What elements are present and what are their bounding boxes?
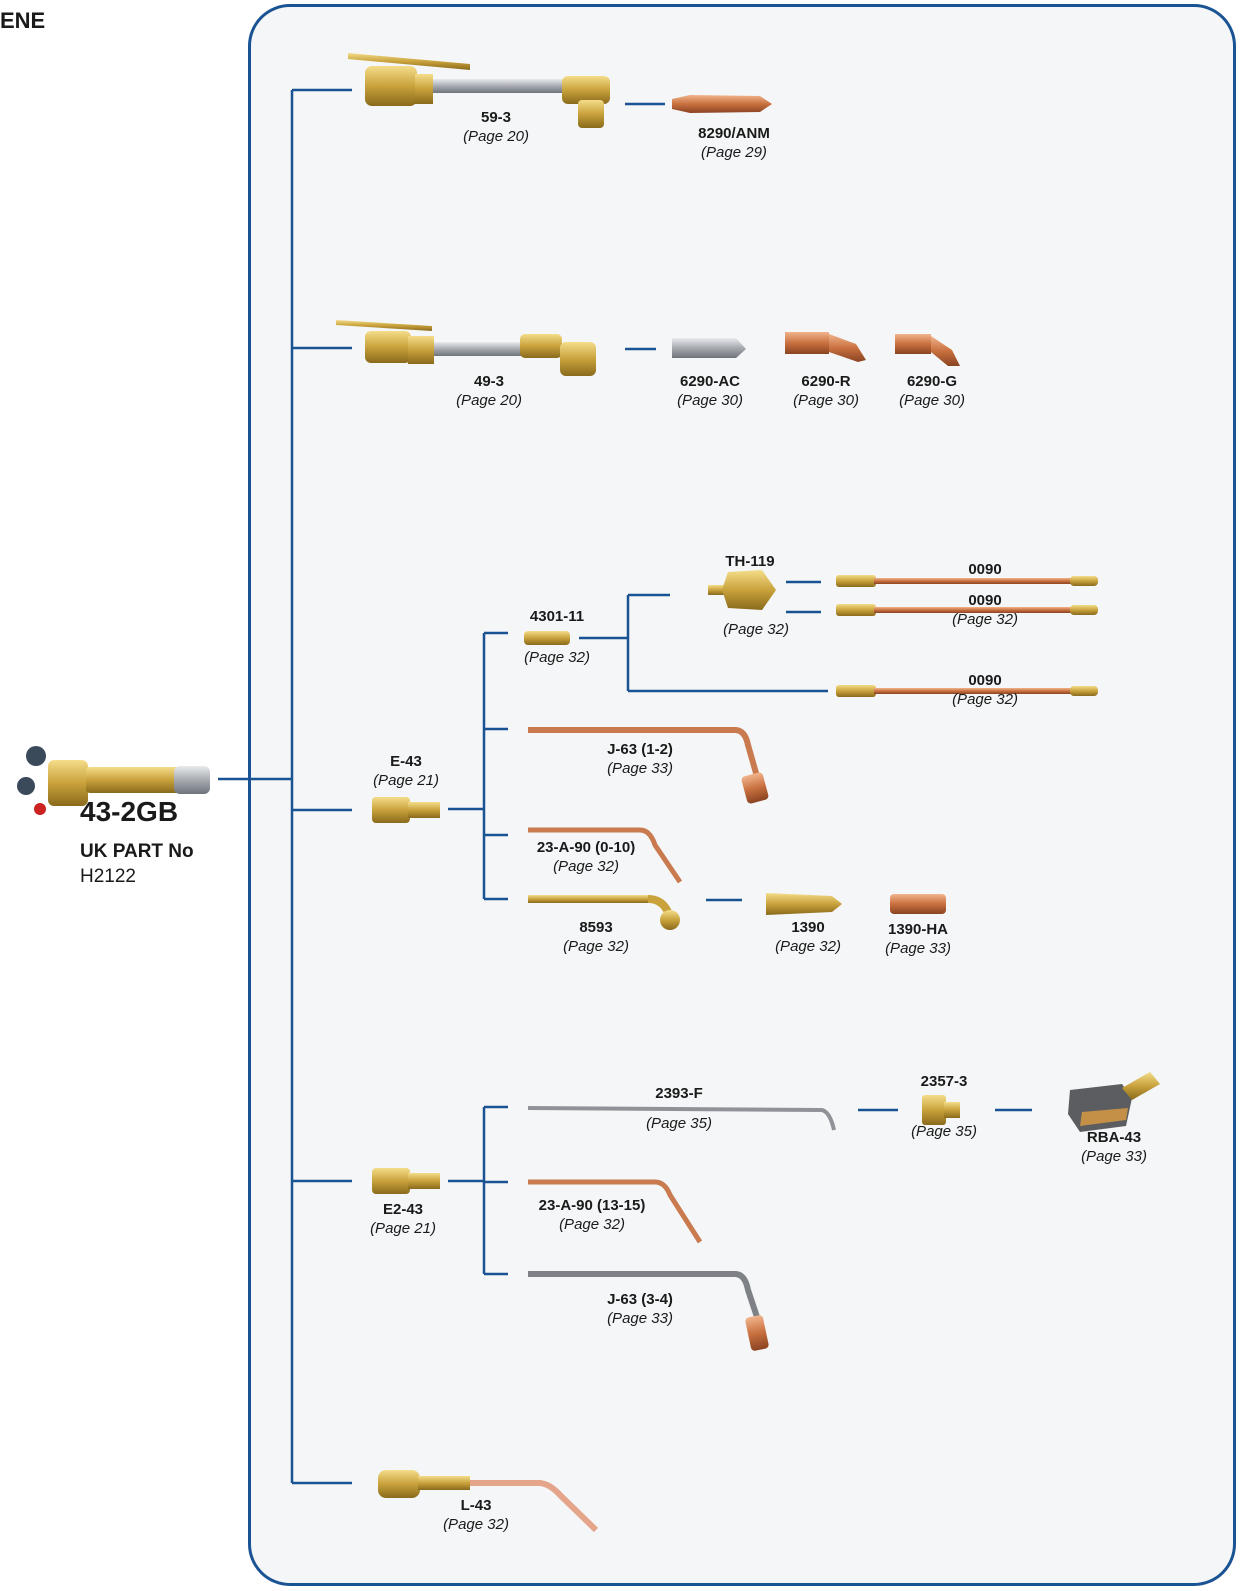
tube-0090-picture-1 xyxy=(836,575,1098,587)
adaptor-2357-3-picture xyxy=(922,1095,960,1125)
tip-8593-picture xyxy=(528,895,680,930)
tip-1390-picture xyxy=(766,893,842,915)
item-label: J-63 (3-4)(Page 33) xyxy=(607,1291,673,1327)
brand-fragment: ENE xyxy=(0,8,46,33)
tip-23-a-90-0-10-picture xyxy=(528,827,683,884)
item-label: E-43(Page 21) xyxy=(373,753,439,789)
nozzle-8290-anm-picture xyxy=(672,95,772,113)
item-label: 6290-R(Page 30) xyxy=(793,373,859,409)
nozzle-6290-g-picture xyxy=(895,334,960,366)
item-label-page-only: (Page 32) xyxy=(723,621,789,638)
mixer-e2-43-picture xyxy=(372,1168,440,1194)
main-part-code: 43-2GB xyxy=(80,796,179,827)
item-label: 6290-G(Page 30) xyxy=(899,373,965,409)
attachment-49-3-picture xyxy=(336,320,596,376)
tip-l-43-picture xyxy=(378,1470,599,1533)
item-label: 0090(Page 32) xyxy=(952,592,1018,628)
head-th-119-picture xyxy=(708,570,776,610)
item-label-page-only: (Page 35) xyxy=(646,1115,712,1132)
item-label: L-43(Page 32) xyxy=(443,1497,509,1533)
item-label-page-only: (Page 32) xyxy=(524,649,590,666)
attachment-59-3-picture xyxy=(348,53,610,128)
nozzle-6290-r-picture xyxy=(785,332,866,362)
tip-23-a-90-13-15-picture xyxy=(528,1179,703,1244)
item-label: 2357-3 xyxy=(920,1073,968,1090)
item-label: 49-3(Page 20) xyxy=(456,373,522,409)
nozzle-6290-ac-picture xyxy=(672,338,746,358)
item-label: E2-43(Page 21) xyxy=(370,1201,436,1237)
item-label: 1390(Page 32) xyxy=(775,919,841,955)
tip-rba-43-picture xyxy=(1068,1072,1160,1132)
adaptor-4301-11-picture xyxy=(524,631,570,645)
item-label: 8593(Page 32) xyxy=(563,919,629,955)
item-label: 0090 xyxy=(968,561,1002,578)
mixer-e-43-picture xyxy=(372,797,440,823)
extension-2393-f-picture xyxy=(527,1106,836,1131)
diagram-frame xyxy=(248,4,1236,1586)
tube-0090-picture-2 xyxy=(836,604,1098,616)
item-label: 23-A-90 (0-10)(Page 32) xyxy=(536,839,636,875)
item-label: 8290/ANM(Page 29) xyxy=(698,125,770,161)
item-label: 0090(Page 32) xyxy=(952,672,1018,708)
tip-j-63-1-2-picture xyxy=(528,727,769,804)
item-label: TH-119 xyxy=(725,553,775,570)
item-label: J-63 (1-2)(Page 33) xyxy=(607,741,673,777)
tube-0090-picture-3 xyxy=(836,685,1098,697)
item-label: 1390-HA(Page 33) xyxy=(885,921,951,957)
item-label: 6290-AC(Page 30) xyxy=(677,373,743,409)
tip-j-63-3-4-picture xyxy=(528,1271,769,1351)
uk-part-value: H2122 xyxy=(80,866,136,887)
item-label: 59-3(Page 20) xyxy=(463,109,529,145)
item-label: 4301-11 xyxy=(529,608,585,625)
tip-1390-ha-picture xyxy=(890,894,946,914)
item-label: 2393-F xyxy=(655,1085,703,1102)
item-label: 23-A-90 (13-15)(Page 32) xyxy=(538,1197,646,1233)
item-label-page-only: (Page 35) xyxy=(911,1123,977,1140)
uk-part-label: UK PART No xyxy=(80,841,194,862)
handle-43-2gb-picture xyxy=(17,746,210,815)
item-label: RBA-43(Page 33) xyxy=(1081,1129,1147,1165)
